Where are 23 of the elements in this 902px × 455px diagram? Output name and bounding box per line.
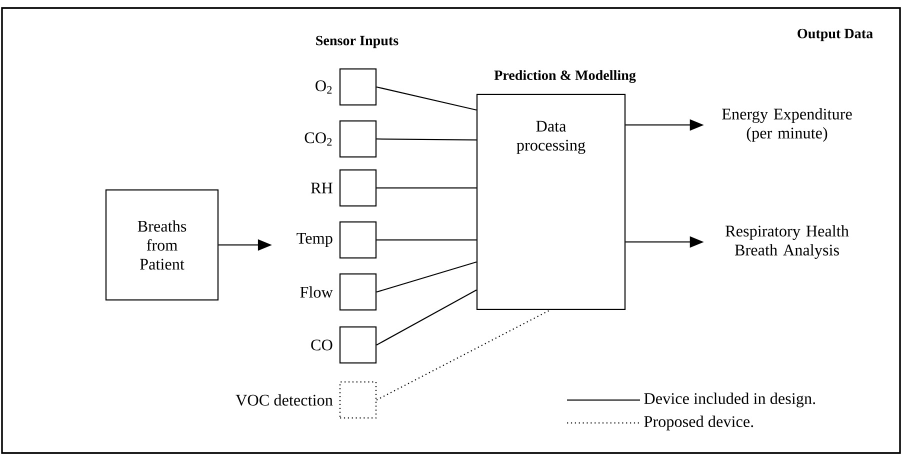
column-heading: Sensor Inputs <box>316 36 398 48</box>
sensor-label: O$_{2}$ <box>316 80 332 94</box>
connector-line <box>376 290 477 346</box>
sensor-label: VOC detection <box>236 394 333 406</box>
connector-line <box>376 138 476 141</box>
connector-line <box>376 187 476 189</box>
sensor-label: CO <box>311 340 332 350</box>
source-box: Breaths from Patient <box>105 189 219 301</box>
output-text: Energy Expenditure (per minute) <box>722 108 852 142</box>
connector-line <box>376 261 477 293</box>
column-heading: Output Data <box>798 28 873 42</box>
sensor-label: Temp <box>296 232 332 247</box>
connector-line <box>376 310 550 400</box>
output-text: Respiratory Health Breath Analysis <box>726 225 849 259</box>
sensor-label: RH <box>310 182 332 194</box>
connector-line <box>376 86 477 111</box>
sensor-label: Flow <box>300 286 333 298</box>
legend-text: Device included in design. <box>644 392 816 408</box>
process-box: Data processing <box>476 94 626 310</box>
connector-line <box>376 239 476 241</box>
legend-text: Proposed device. <box>644 416 754 430</box>
sensor-label: CO$_{2}$ <box>304 132 332 146</box>
heading: Prediction & Modelling <box>494 70 636 83</box>
